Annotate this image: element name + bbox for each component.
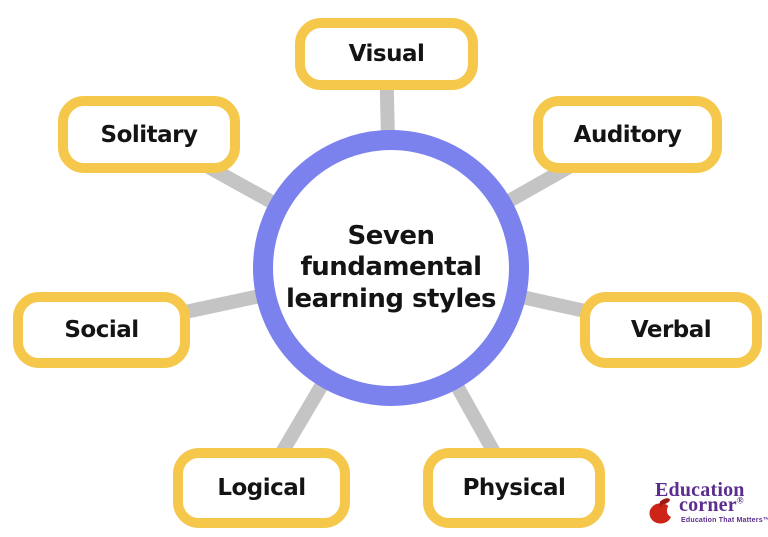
registered-mark: ® — [736, 495, 744, 506]
logo-education-text: Education — [655, 479, 745, 501]
logo-tagline: Education That Matters™ — [681, 517, 768, 524]
node-logical: Logical — [173, 448, 350, 528]
node-logical-label: Logical — [217, 475, 306, 501]
node-physical-label: Physical — [462, 475, 566, 501]
node-verbal: Verbal — [580, 292, 762, 368]
node-solitary: Solitary — [58, 96, 240, 173]
node-visual: Visual — [295, 18, 478, 90]
node-social-label: Social — [64, 317, 139, 343]
hub-title: Seven fundamental learning styles — [286, 221, 496, 314]
node-physical: Physical — [423, 448, 605, 528]
node-auditory-label: Auditory — [573, 121, 682, 148]
node-visual-label: Visual — [348, 41, 425, 67]
logo-corner-text: corner® — [679, 495, 744, 515]
education-corner-logo: Education corner® Education That Matters… — [648, 479, 768, 532]
logo-corner-word: corner — [679, 494, 737, 516]
hub-circle: Seven fundamental learning styles — [253, 130, 529, 406]
node-verbal-label: Verbal — [630, 317, 712, 343]
apple-icon — [648, 496, 682, 525]
node-social: Social — [13, 292, 190, 368]
node-solitary-label: Solitary — [100, 121, 198, 148]
node-auditory: Auditory — [533, 96, 722, 173]
